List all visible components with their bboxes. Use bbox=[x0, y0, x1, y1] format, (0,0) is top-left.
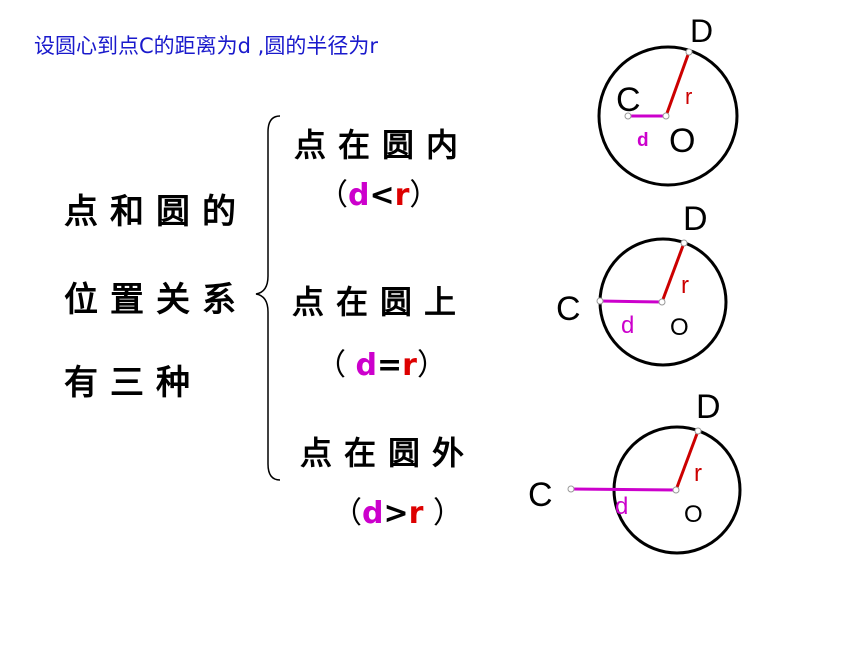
point-o-dot-inside bbox=[662, 112, 670, 120]
label-d-dist-outside: d bbox=[615, 493, 628, 520]
left-title-line3: 有三种 bbox=[64, 363, 202, 403]
left-title-line2: 位置关系 bbox=[64, 280, 248, 320]
cond-d: d bbox=[362, 496, 384, 531]
label-o-inside: O bbox=[669, 122, 695, 160]
r-segment-inside bbox=[664, 51, 691, 117]
cond-r: r bbox=[394, 178, 410, 213]
point-c-dot-outside bbox=[567, 485, 575, 493]
circle-inside bbox=[597, 45, 739, 187]
curly-brace bbox=[255, 115, 281, 481]
left-title-line1: 点和圆的 bbox=[64, 192, 248, 232]
label-d-inside: D bbox=[690, 13, 713, 49]
point-c-dot-inside bbox=[624, 112, 632, 120]
cond-close: ） bbox=[416, 348, 447, 383]
case-on-condition: （ d=r） bbox=[316, 340, 447, 384]
cond-close: ） bbox=[409, 178, 440, 213]
r-segment-on bbox=[660, 242, 686, 303]
cond-close: ） bbox=[423, 496, 463, 531]
d-segment-outside bbox=[570, 487, 677, 492]
case-outside-condition: （d>r ） bbox=[332, 488, 463, 532]
case-inside-condition: （d<r） bbox=[318, 170, 439, 214]
d-segment-on bbox=[599, 299, 663, 304]
label-d-on: D bbox=[683, 200, 708, 238]
point-c-dot-on bbox=[596, 297, 604, 305]
cond-op: > bbox=[383, 496, 409, 531]
r-segment-outside bbox=[674, 430, 700, 491]
cond-open: （ bbox=[332, 496, 362, 531]
cond-d: d bbox=[355, 348, 378, 383]
cond-open: （ bbox=[318, 178, 348, 213]
case-on-label: 点在圆上 bbox=[292, 283, 469, 321]
cond-d: d bbox=[348, 178, 370, 213]
label-d-dist-inside: d bbox=[637, 130, 649, 151]
label-c-on: C bbox=[556, 290, 581, 328]
label-r-on: r bbox=[681, 272, 689, 299]
cond-r: r bbox=[408, 496, 424, 531]
label-r-inside: r bbox=[685, 84, 692, 109]
intro-statement: 设圆心到点C的距离为d ,圆的半径为r bbox=[34, 34, 378, 58]
label-r-outside: r bbox=[694, 460, 702, 487]
diagram-on: C O D r d bbox=[556, 200, 728, 367]
label-o-outside: O bbox=[684, 501, 703, 528]
case-inside-label: 点在圆内 bbox=[294, 126, 471, 164]
cond-op: < bbox=[369, 178, 395, 213]
point-d-dot-on bbox=[680, 239, 688, 247]
diagram-outside: C O D r d bbox=[528, 388, 742, 555]
case-outside-label: 点在圆外 bbox=[300, 434, 477, 472]
point-d-dot-inside bbox=[685, 48, 693, 56]
label-c-inside: C bbox=[616, 81, 641, 119]
label-o-on: O bbox=[670, 314, 689, 341]
cond-op: = bbox=[377, 348, 403, 383]
point-d-dot-outside bbox=[694, 427, 702, 435]
label-d-outside: D bbox=[696, 388, 721, 426]
point-o-dot-outside bbox=[672, 486, 680, 494]
diagram-inside: C O D r d bbox=[597, 13, 739, 187]
label-d-dist-on: d bbox=[621, 312, 634, 339]
point-o-dot-on bbox=[658, 298, 666, 306]
cond-open: （ bbox=[316, 348, 356, 383]
label-c-outside: C bbox=[528, 476, 553, 514]
cond-r: r bbox=[402, 348, 417, 383]
